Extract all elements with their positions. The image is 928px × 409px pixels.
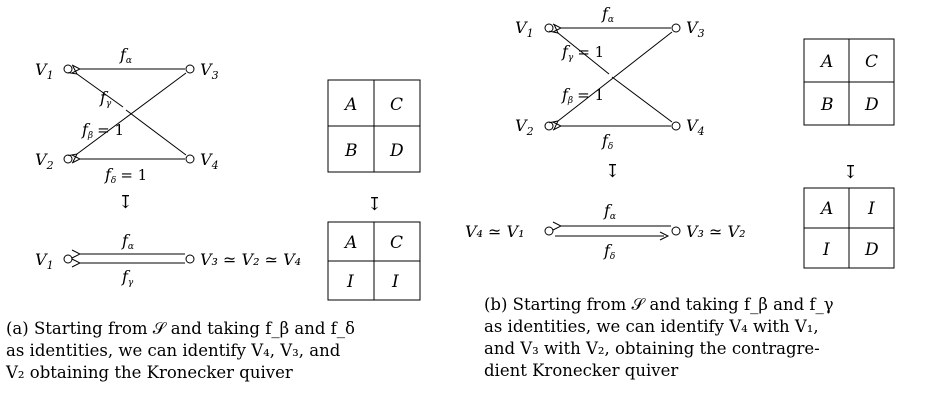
right-bottom-node-left — [544, 226, 554, 236]
right-bottom-cell-1: A — [819, 199, 833, 219]
right-table-top: A C B D — [803, 38, 895, 126]
right-bottom-label-f-delta: fδ — [603, 241, 615, 262]
right-bottom-cell-2: I — [867, 199, 875, 219]
right-arrow-f-beta — [558, 31, 673, 121]
left-top-cell-2: C — [390, 95, 403, 115]
right-quiver: V1 V3 V2 V4 fα fδ fγ= 1 fβ= 1 ↧ V₄ ≃ V₁ … — [465, 4, 746, 262]
left-bottom-cell-4: I — [391, 272, 399, 292]
left-v4-label: V4 — [200, 150, 219, 172]
left-label-f-beta: fβ= 1 — [81, 120, 124, 141]
right-table-down-arrow: ↧ — [843, 162, 858, 183]
left-bottom-cell-1: A — [343, 233, 357, 253]
right-bottom-node-right — [671, 226, 681, 236]
right-v1-label: V1 — [515, 18, 534, 40]
left-v2-node — [63, 154, 73, 164]
left-table-top: A C B D — [327, 79, 421, 173]
left-bottom-cell-3: I — [346, 272, 354, 292]
left-bottom-node-right — [185, 254, 195, 264]
left-bottom-cell-2: C — [390, 233, 403, 253]
caption-a-line-3: V₂ obtaining the Kronecker quiver — [6, 363, 293, 382]
right-label-f-delta: fδ — [601, 131, 613, 152]
right-bottom-left-label: V₄ ≃ V₁ — [465, 222, 525, 241]
left-table-bottom: A C I I — [327, 221, 421, 301]
left-label-f-alpha: fα — [119, 45, 132, 66]
caption-b-line-4: dient Kronecker quiver — [484, 361, 679, 380]
left-bottom-label-f-gamma: fγ — [121, 267, 134, 288]
caption-b-line-1: (b) Starting from 𝒮 and taking f_β and f… — [484, 295, 834, 314]
left-v3-label: V3 — [200, 60, 219, 82]
right-v1-node — [544, 23, 554, 33]
right-label-f-alpha: fα — [601, 4, 614, 25]
left-bottom-node-left — [63, 254, 73, 264]
left-arrow-f-gamma-a — [125, 109, 187, 156]
left-v4-node — [185, 154, 195, 164]
left-down-arrow: ↧ — [118, 192, 133, 213]
right-table-bottom: A I I D — [803, 187, 895, 269]
right-arrow-f-gamma-b — [558, 33, 610, 75]
right-arrow-f-gamma-a — [611, 76, 673, 123]
right-bottom-arrow-f-delta-head — [659, 231, 670, 241]
caption-b-line-2: as identities, we can identify V₄ with V… — [484, 317, 819, 336]
right-v3-label: V3 — [686, 18, 705, 40]
right-down-arrow: ↧ — [605, 161, 620, 182]
left-v1-label: V1 — [35, 60, 54, 82]
right-bottom-cell-4: D — [864, 240, 879, 260]
left-arrow-f-beta — [77, 72, 187, 154]
left-bottom-v1: V1 — [35, 250, 54, 272]
caption-a-line-2: as identities, we can identify V₄, V₃, a… — [6, 341, 341, 360]
right-bottom-label-f-alpha: fα — [603, 201, 616, 222]
left-quiver: V1 V3 V2 V4 fα fδ= 1 fγ fβ= 1 ↧ V1 V₃ ≃ … — [35, 45, 301, 288]
right-bottom-right-label: V₃ ≃ V₂ — [686, 222, 746, 241]
caption-b-line-3: and V₃ with V₂, obtaining the contragre- — [484, 339, 820, 358]
right-top-cell-1: A — [819, 52, 833, 72]
left-table-down-arrow: ↧ — [367, 194, 382, 215]
caption-b: (b) Starting from 𝒮 and taking f_β and f… — [484, 294, 924, 382]
right-label-f-beta: fβ= 1 — [561, 85, 604, 106]
caption-a-line-1: (a) Starting from 𝒮 and taking f_β and f… — [6, 319, 355, 338]
right-v4-label: V4 — [686, 116, 705, 138]
right-v4-node — [671, 121, 681, 131]
right-top-cell-2: C — [865, 52, 878, 72]
left-v1-node — [63, 64, 73, 74]
left-label-f-delta: fδ= 1 — [104, 165, 147, 186]
left-top-cell-1: A — [343, 95, 357, 115]
left-top-cell-3: B — [344, 141, 358, 161]
right-top-cell-4: D — [864, 95, 879, 115]
caption-a: (a) Starting from 𝒮 and taking f_β and f… — [6, 318, 446, 384]
right-bottom-cell-3: I — [822, 240, 830, 260]
right-label-f-gamma: fγ= 1 — [561, 42, 604, 63]
left-label-f-gamma: fγ — [99, 88, 112, 109]
left-bottom-right-label: V₃ ≃ V₂ ≃ V₄ — [200, 250, 301, 269]
right-top-cell-3: B — [820, 95, 834, 115]
right-v3-node — [671, 23, 681, 33]
left-top-cell-4: D — [389, 141, 404, 161]
left-v2-label: V2 — [35, 150, 54, 172]
left-v3-node — [185, 64, 195, 74]
left-arrow-f-gamma-b — [77, 74, 124, 108]
right-v2-node — [544, 121, 554, 131]
right-v2-label: V2 — [515, 116, 534, 138]
left-bottom-label-f-alpha: fα — [121, 231, 134, 252]
